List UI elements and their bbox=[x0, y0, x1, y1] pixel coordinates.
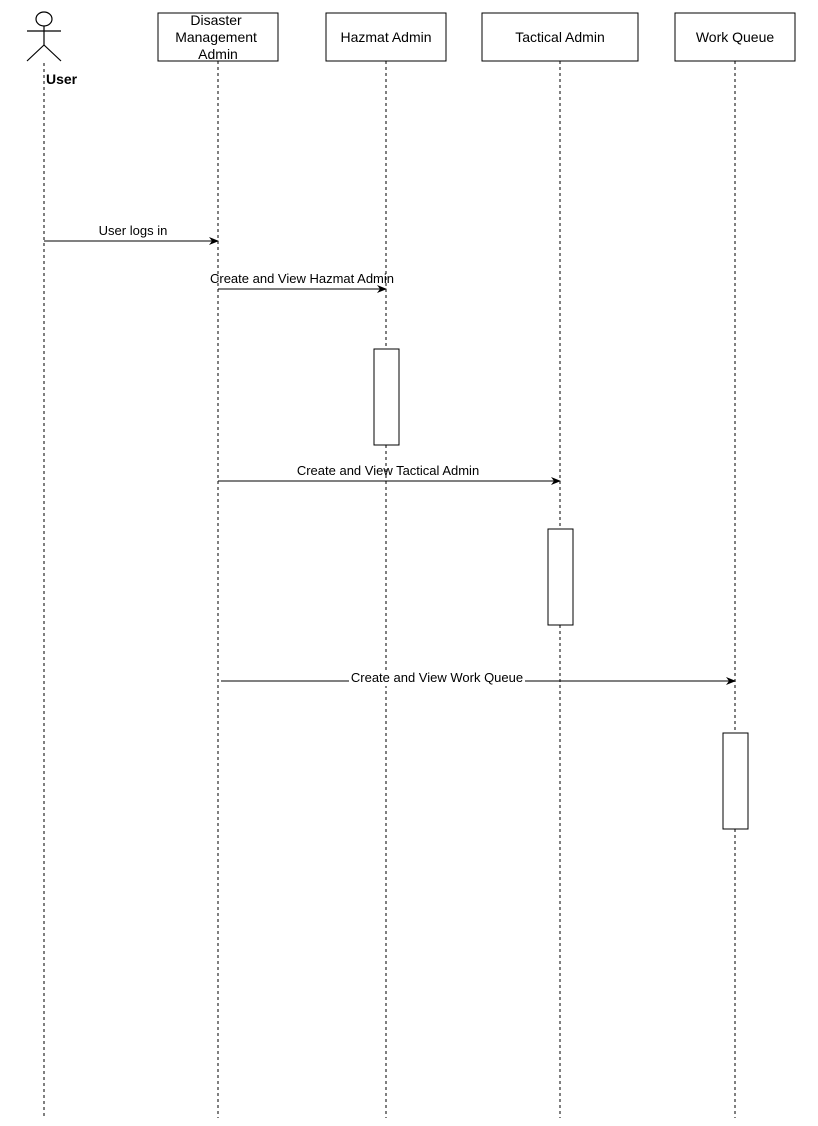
message-label: Create and View Work Queue bbox=[351, 670, 523, 685]
participant-box bbox=[157, 12, 279, 62]
participant-box bbox=[325, 12, 447, 62]
participant-label: Work Queue bbox=[696, 29, 775, 45]
actor-user[interactable]: User bbox=[26, 11, 78, 1118]
participant-label: Tactical Admin bbox=[515, 29, 604, 45]
participant-tactical-admin[interactable]: Tactical Admin bbox=[481, 12, 639, 1118]
participant-work-queue[interactable]: Work Queue bbox=[674, 12, 796, 1118]
participant-hazmat-admin[interactable]: Hazmat Admin bbox=[325, 12, 447, 1118]
message-create-view-hazmat-admin[interactable]: Create and View Hazmat Admin bbox=[210, 271, 394, 293]
stick-figure-actor-icon bbox=[26, 11, 62, 62]
activation-bar-hazmat-admin[interactable] bbox=[373, 348, 400, 446]
message-label: Create and View Hazmat Admin bbox=[210, 271, 394, 286]
message-label-background bbox=[349, 671, 525, 686]
message-create-view-work-queue[interactable]: Create and View Work Queue bbox=[221, 670, 736, 686]
message-label: User logs in bbox=[99, 223, 168, 238]
participant-box bbox=[481, 12, 639, 62]
activation-bar-work-queue[interactable] bbox=[722, 732, 749, 830]
message-user-logs-in[interactable]: User logs in bbox=[44, 223, 219, 245]
actor-user-label: User bbox=[46, 71, 78, 87]
activation-bar-tactical-admin[interactable] bbox=[547, 528, 574, 626]
participant-box bbox=[674, 12, 796, 62]
participant-label: Disaster Management Admin bbox=[175, 12, 261, 62]
participant-disaster-management-admin[interactable]: Disaster Management Admin bbox=[157, 12, 279, 1118]
message-label: Create and View Tactical Admin bbox=[297, 463, 479, 478]
message-create-view-tactical-admin[interactable]: Create and View Tactical Admin bbox=[218, 463, 561, 485]
participant-label: Hazmat Admin bbox=[340, 29, 431, 45]
